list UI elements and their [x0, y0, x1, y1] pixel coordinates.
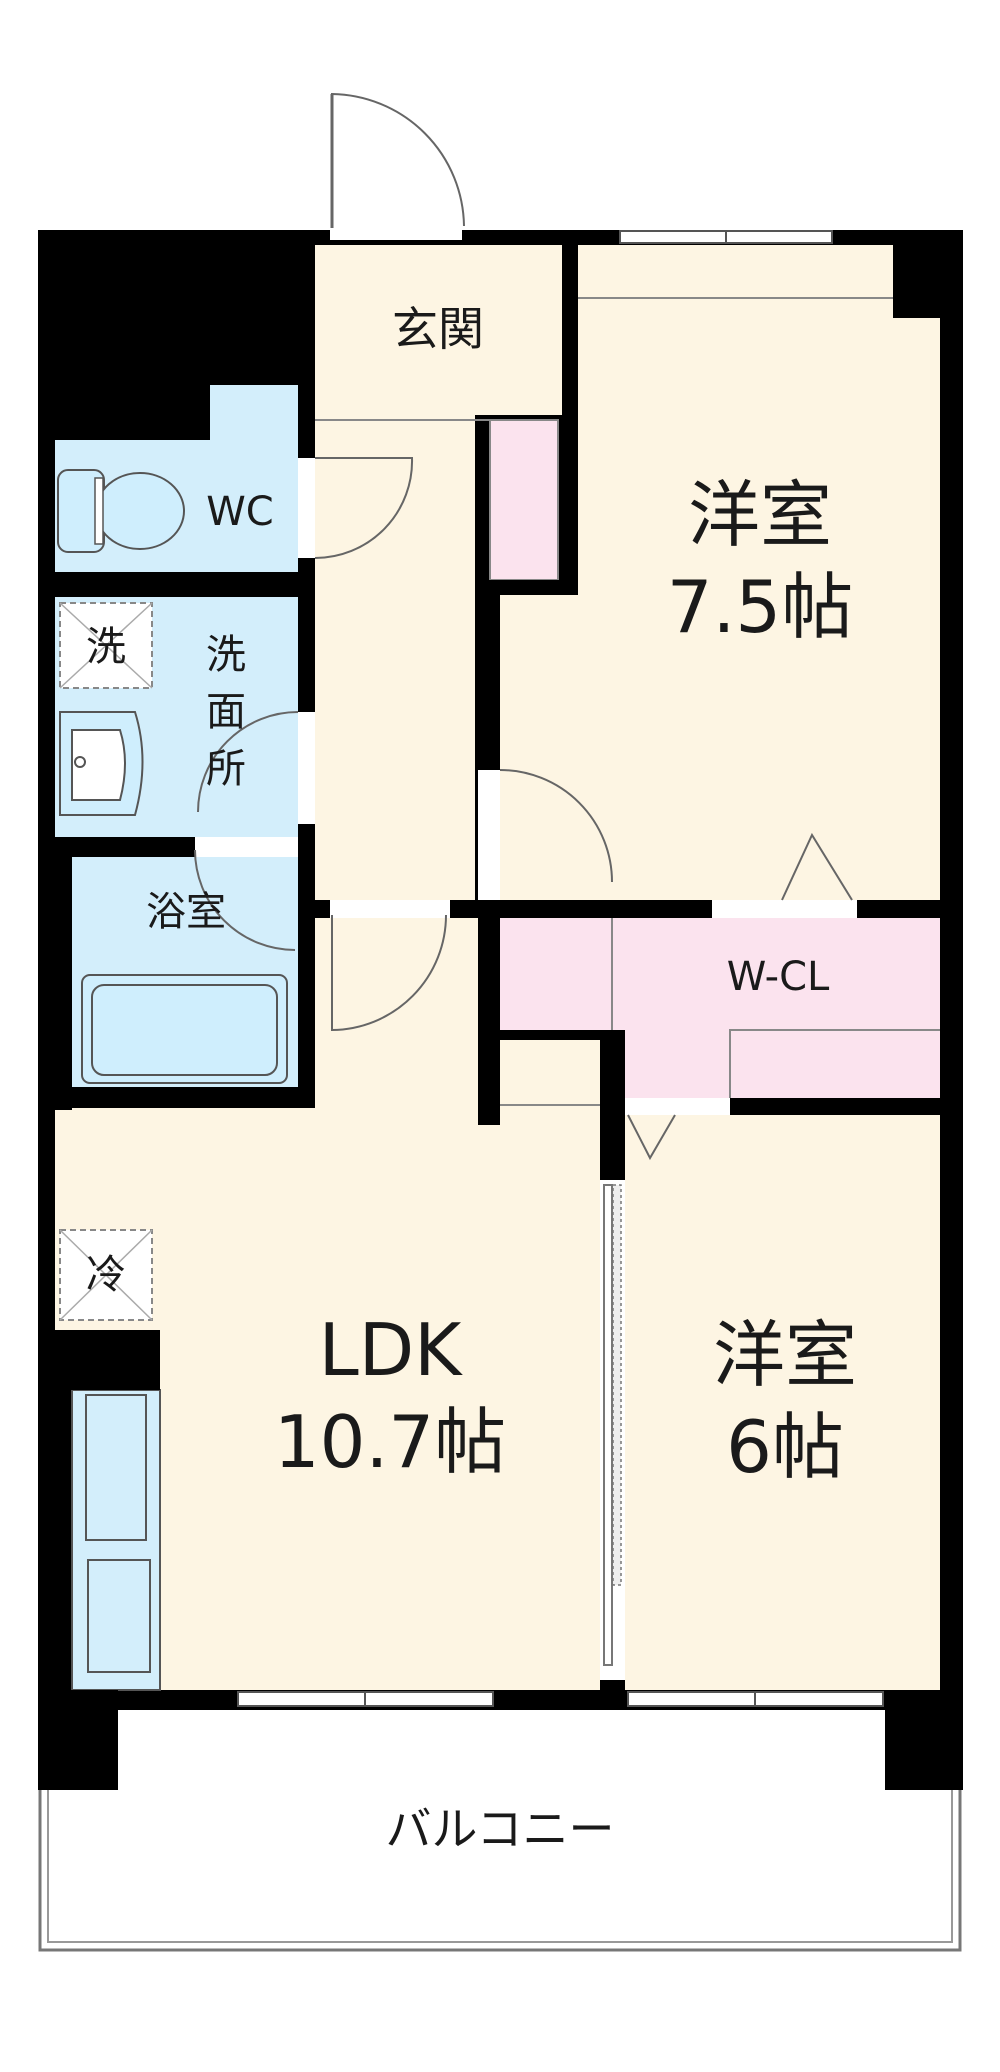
- senmenjo-label-2: 面: [206, 689, 246, 735]
- genkan-floor: [315, 245, 562, 415]
- room2-floor: [625, 1115, 940, 1690]
- bathtub-icon: [81, 974, 288, 1084]
- kitchen-counter-icon: [71, 1389, 161, 1691]
- ldk-name: LDK: [319, 1308, 464, 1392]
- shoe-box: [489, 419, 559, 581]
- ldk-size: 10.7帖: [274, 1400, 506, 1484]
- wcl-folding-door: [781, 832, 853, 901]
- bath-label: 浴室: [146, 889, 226, 935]
- genkan-label: 玄関: [392, 302, 484, 356]
- floors: [55, 245, 940, 1690]
- balcony-label: バルコニー: [385, 1802, 614, 1856]
- room1-size: 7.5帖: [667, 565, 854, 649]
- room1-name: 洋室: [688, 473, 832, 557]
- bath-door: [194, 849, 296, 951]
- room1-floor: [500, 245, 940, 900]
- ldk-door: [331, 914, 447, 1032]
- wc-door: [314, 457, 414, 559]
- room1-door: [499, 769, 613, 883]
- ldk-floor: [55, 918, 600, 1690]
- washer-pan-icon: [59, 602, 153, 689]
- fridge-mark: 冷: [86, 1252, 126, 1298]
- labels: 玄関 WC 洗 洗 面 所 浴室 洋室 7.5帖 W-CL 冷 LDK 10.7…: [86, 302, 857, 1856]
- sliding-door: [603, 1184, 613, 1666]
- room2-folding-door: [627, 1114, 676, 1161]
- wash-basin-icon: [59, 711, 144, 816]
- senmenjo-door: [197, 711, 299, 813]
- doors: [194, 92, 857, 1680]
- interior-walls: [38, 230, 963, 1790]
- entrance-door: [331, 92, 465, 228]
- fridge-space-icon: [59, 1229, 153, 1321]
- wcl-floor: [500, 918, 940, 1098]
- fixtures: [57, 469, 288, 1691]
- room2-size: 6帖: [726, 1405, 844, 1489]
- windows: [237, 230, 884, 1707]
- senmenjo-label-1: 洗: [206, 632, 246, 678]
- toilet-icon: [57, 469, 185, 553]
- room2-name: 洋室: [713, 1313, 857, 1397]
- wcl-label: W-CL: [727, 954, 830, 1000]
- hall-floor: [315, 415, 475, 900]
- washer-mark: 洗: [86, 624, 126, 670]
- wc-label: WC: [206, 489, 273, 535]
- senmenjo-label-3: 所: [206, 746, 246, 792]
